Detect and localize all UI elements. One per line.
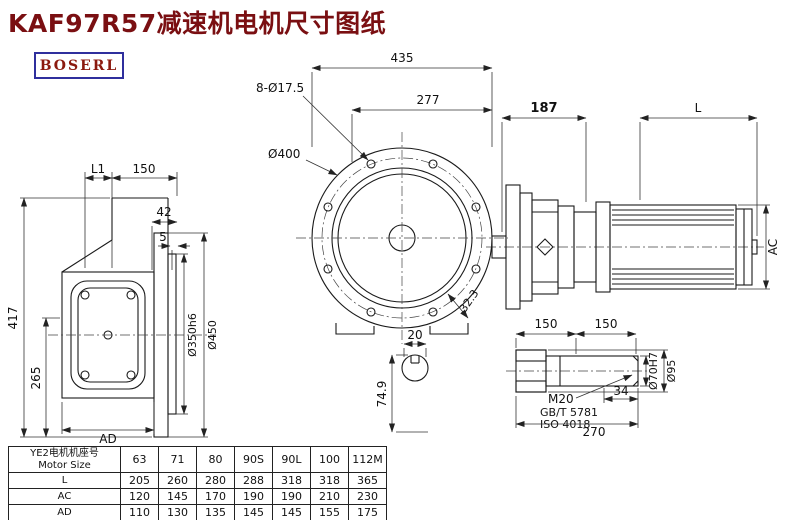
- column-header: 112M: [348, 446, 387, 473]
- dim-150a-label: 150: [535, 317, 558, 331]
- cell: 145: [158, 488, 197, 505]
- dim-150b-label: 150: [595, 317, 618, 331]
- motor-size-header: YE2电机机座号 Motor Size: [8, 446, 121, 473]
- dim-l1-label: L1: [91, 162, 105, 176]
- row-label: L: [8, 472, 121, 489]
- cell: 155: [310, 504, 349, 520]
- dim-277-label: 277: [417, 93, 440, 107]
- shaft-detail: 150 150 M20 GB/T 5781 ISO 4018 34 270: [506, 317, 678, 439]
- cell: 175: [348, 504, 387, 520]
- column-header: 90L: [272, 446, 311, 473]
- cell: 260: [158, 472, 197, 489]
- cell: 130: [158, 504, 197, 520]
- front-view: 32.3 Ø400 8-Ø17.5 435 277 20 74.9: [256, 51, 508, 433]
- column-header: 100: [310, 446, 349, 473]
- brand-logo-text: BOSERL: [39, 57, 119, 74]
- dim-74-9-label: 74.9: [375, 381, 389, 408]
- brand-logo: BOSERL: [34, 52, 124, 79]
- cell: 120: [120, 488, 159, 505]
- page-title: KAF97R57减速机电机尺寸图纸: [8, 9, 387, 38]
- cell: 365: [348, 472, 387, 489]
- cell: 205: [120, 472, 159, 489]
- dim-dia95-label: Ø95: [665, 360, 678, 383]
- dim-150-label: 150: [133, 162, 156, 176]
- cell: 288: [234, 472, 273, 489]
- column-header: 90S: [234, 446, 273, 473]
- dim-417-label: 417: [6, 307, 20, 330]
- dim-l-label: L: [695, 101, 702, 115]
- dim-20-label: 20: [407, 328, 422, 342]
- dim-270-label: 270: [583, 425, 606, 439]
- dim-5-label: 5: [159, 230, 167, 244]
- dim-dia400-label: Ø400: [268, 147, 300, 161]
- cell: 280: [196, 472, 235, 489]
- column-header: 63: [120, 446, 159, 473]
- table-row-ac: AC 120 145 170 190 190 210 230: [8, 488, 387, 505]
- cell: 210: [310, 488, 349, 505]
- table-row-l: L 205 260 280 288 318 318 365: [8, 472, 387, 489]
- cell: 135: [196, 504, 235, 520]
- cell: 145: [234, 504, 273, 520]
- dim-34-label: 34: [613, 384, 628, 398]
- thread-m20-label: M20: [548, 392, 574, 406]
- dim-42-label: 42: [156, 205, 171, 219]
- row-label: AD: [8, 504, 121, 520]
- column-header: 80: [196, 446, 235, 473]
- dim-187-label: 187: [530, 101, 557, 116]
- dim-435-label: 435: [391, 51, 414, 65]
- dim-ac-label: AC: [766, 239, 780, 255]
- cell: 110: [120, 504, 159, 520]
- motor-size-table: YE2电机机座号 Motor Size 63 71 80 90S 90L 100…: [8, 446, 387, 520]
- header-en: Motor Size: [38, 459, 91, 471]
- dim-265-label: 265: [29, 367, 43, 390]
- dim-ad-label: AD: [99, 432, 116, 446]
- column-header: 71: [158, 446, 197, 473]
- header-cn: YE2电机机座号: [30, 447, 99, 459]
- cell: 190: [234, 488, 273, 505]
- dim-dia450-label: Ø450: [206, 320, 219, 350]
- cell: 190: [272, 488, 311, 505]
- cell: 230: [348, 488, 387, 505]
- dim-32-3-label: 32.3: [457, 287, 482, 315]
- side-view: 187 L AC: [486, 101, 780, 310]
- standard-gbt-label: GB/T 5781: [540, 406, 598, 419]
- cell: 170: [196, 488, 235, 505]
- left-view: L1 150 42 5: [6, 162, 219, 446]
- cell: 318: [310, 472, 349, 489]
- cell: 145: [272, 504, 311, 520]
- table-header-row: YE2电机机座号 Motor Size 63 71 80 90S 90L 100…: [8, 446, 387, 473]
- dim-dia70-label: Ø70H7: [647, 352, 660, 390]
- dim-holes-label: 8-Ø17.5: [256, 81, 304, 95]
- row-label: AC: [8, 488, 121, 505]
- dim-dia350-label: Ø350h6: [186, 313, 199, 357]
- table-row-ad: AD 110 130 135 145 145 155 175: [8, 504, 387, 520]
- cell: 318: [272, 472, 311, 489]
